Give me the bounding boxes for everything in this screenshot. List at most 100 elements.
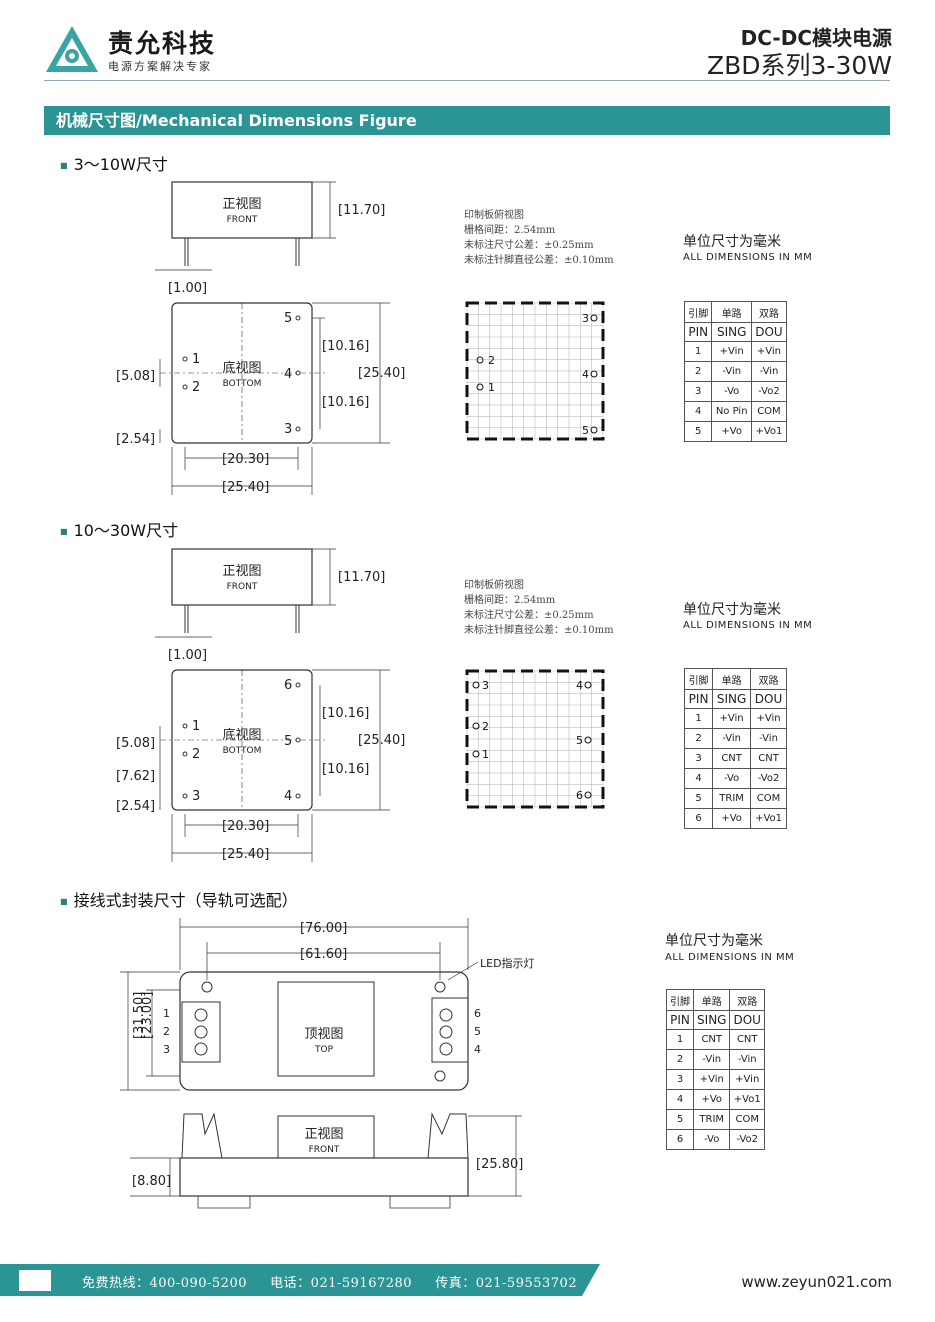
bottom-label: 底视图 bbox=[222, 360, 261, 376]
svg-text:[76.00]: [76.00] bbox=[300, 921, 347, 936]
svg-text:顶视图: 顶视图 bbox=[304, 1027, 343, 1042]
svg-text:5: 5 bbox=[284, 311, 292, 326]
svg-text:3: 3 bbox=[284, 422, 292, 437]
hotline: 免费热线：400-090-5200 bbox=[82, 1276, 247, 1291]
svg-text:底视图: 底视图 bbox=[222, 727, 261, 743]
table-row: 2-Vin-Vin bbox=[683, 361, 788, 382]
company-logo bbox=[46, 26, 98, 72]
svg-text:TOP: TOP bbox=[314, 1045, 334, 1055]
block2-unit-cn: 单位尺寸为毫米 bbox=[683, 602, 781, 618]
section-title: 机械尺寸图/Mechanical Dimensions Figure bbox=[44, 106, 890, 135]
svg-text:[10.16]: [10.16] bbox=[322, 762, 369, 777]
table-row: 3+Vin+Vin bbox=[665, 1069, 765, 1090]
product-line: DC-DC模块电源 bbox=[740, 26, 892, 50]
svg-text:6: 6 bbox=[284, 678, 292, 693]
svg-text:[20.30]: [20.30] bbox=[222, 819, 269, 834]
svg-text:[25.40]: [25.40] bbox=[222, 847, 269, 862]
svg-text:6: 6 bbox=[474, 1007, 481, 1020]
svg-text:[10.16]: [10.16] bbox=[322, 706, 369, 721]
svg-text:3: 3 bbox=[163, 1043, 170, 1056]
phone: 电话：021-59167280 bbox=[270, 1276, 413, 1291]
svg-text:[25.40]: [25.40] bbox=[358, 733, 405, 748]
table-row: 1+Vin+Vin bbox=[683, 708, 787, 729]
block1-pcb-note: 印制板俯视图 栅格间距：2.54mm 未标注尺寸公差：±0.25mm 未标注针脚… bbox=[464, 210, 614, 266]
block2-heading: 10～30W尺寸 bbox=[60, 517, 179, 541]
svg-text:[2.54]: [2.54] bbox=[116, 432, 155, 447]
svg-text:FRONT: FRONT bbox=[309, 1145, 340, 1155]
svg-text:[31.50]: [31.50] bbox=[132, 992, 147, 1039]
svg-text:[5.08]: [5.08] bbox=[116, 736, 155, 751]
svg-text:[1.00]: [1.00] bbox=[168, 648, 207, 663]
header-divider bbox=[44, 80, 890, 81]
svg-text:正视图: 正视图 bbox=[222, 564, 261, 579]
svg-text:[61.60]: [61.60] bbox=[300, 947, 347, 962]
svg-text:[7.62]: [7.62] bbox=[116, 769, 155, 784]
svg-text:BOTTOM: BOTTOM bbox=[223, 746, 262, 756]
table-row: 6-Vo-Vo2 bbox=[665, 1129, 765, 1150]
block3-unit-cn: 单位尺寸为毫米 bbox=[665, 933, 763, 949]
svg-text:5: 5 bbox=[284, 734, 292, 749]
bottom-label-en: BOTTOM bbox=[223, 379, 262, 389]
company-slogan: 电源方案解决专家 bbox=[108, 60, 212, 73]
svg-text:[5.08]: [5.08] bbox=[116, 369, 155, 384]
svg-text:4: 4 bbox=[284, 367, 292, 382]
svg-text:1: 1 bbox=[192, 719, 200, 734]
footer-bar bbox=[0, 1264, 600, 1296]
table-row: 1+Vin+Vin bbox=[683, 341, 788, 362]
svg-text:LED指示灯: LED指示灯 bbox=[480, 956, 535, 970]
svg-text:4: 4 bbox=[582, 368, 589, 381]
front-label: 正视图 bbox=[222, 197, 261, 212]
block2-drawing: 正视图 FRONT [11.70] [1.00] 底视图 BOTTOM 1 2 … bbox=[116, 548, 405, 862]
table-row: 2-Vin-Vin bbox=[665, 1049, 765, 1070]
fax: 传真：021-59553702 bbox=[435, 1276, 578, 1291]
dim-pin: [1.00] bbox=[168, 281, 207, 296]
table-row: 6+Vo+Vo1 bbox=[683, 808, 787, 829]
block2-pcb-note: 印制板俯视图 栅格间距：2.54mm 未标注尺寸公差：±0.25mm 未标注针脚… bbox=[464, 580, 614, 636]
block2-unit-en: ALL DIMENSIONS IN MM bbox=[683, 620, 813, 631]
svg-text:1: 1 bbox=[163, 1007, 170, 1020]
website-link[interactable]: www.zeyun021.com bbox=[741, 1273, 892, 1291]
block3-heading: 接线式封装尺寸（导轨可选配） bbox=[60, 887, 298, 911]
block1-heading: 3～10W尺寸 bbox=[60, 151, 168, 175]
block2-pcb-grid: 3 2 1 4 5 6 bbox=[465, 669, 605, 809]
svg-text:1: 1 bbox=[482, 748, 489, 761]
product-series: ZBD系列3-30W bbox=[707, 51, 892, 80]
svg-text:3: 3 bbox=[582, 312, 589, 325]
svg-text:5: 5 bbox=[474, 1025, 481, 1038]
svg-text:6: 6 bbox=[576, 789, 583, 802]
block3-drawing: [76.00] [61.60] 顶视图 TOP 1 2 3 6 5 4 LED指… bbox=[120, 918, 535, 1209]
svg-text:[11.70]: [11.70] bbox=[338, 570, 385, 585]
front-label-en: FRONT bbox=[227, 215, 258, 225]
footer-contacts: 免费热线：400-090-5200 电话：021-59167280 传真：021… bbox=[82, 1272, 577, 1291]
block1-drawing: 正视图 FRONT [11.70] [1.00] 底视图 BOTTOM 1 2 … bbox=[116, 181, 405, 495]
block3-unit-en: ALL DIMENSIONS IN MM bbox=[665, 952, 795, 963]
block1-unit-en: ALL DIMENSIONS IN MM bbox=[683, 252, 813, 263]
svg-text:[23.00]: [23.00] bbox=[140, 992, 155, 1039]
svg-text:[10.16]: [10.16] bbox=[322, 339, 369, 354]
svg-text:4: 4 bbox=[284, 789, 292, 804]
table-row: 5+Vo+Vo1 bbox=[683, 421, 788, 442]
company-name: 责允科技 bbox=[108, 29, 217, 58]
svg-text:4: 4 bbox=[474, 1043, 481, 1056]
svg-text:2: 2 bbox=[192, 747, 200, 762]
svg-text:[10.16]: [10.16] bbox=[322, 395, 369, 410]
table-row: 3-Vo-Vo2 bbox=[683, 381, 788, 402]
svg-text:2: 2 bbox=[163, 1025, 170, 1038]
svg-text:4: 4 bbox=[576, 679, 583, 692]
table-row: 2-Vin-Vin bbox=[683, 728, 787, 749]
svg-text:3: 3 bbox=[192, 789, 200, 804]
svg-text:[25.80]: [25.80] bbox=[476, 1157, 523, 1172]
svg-text:2: 2 bbox=[482, 720, 489, 733]
block1-pcb-grid: 3 2 1 4 5 bbox=[465, 301, 605, 441]
svg-text:正视图: 正视图 bbox=[304, 1127, 343, 1142]
svg-text:2: 2 bbox=[192, 380, 200, 395]
svg-text:2: 2 bbox=[488, 354, 495, 367]
block1-unit-cn: 单位尺寸为毫米 bbox=[683, 234, 781, 250]
svg-text:[25.40]: [25.40] bbox=[358, 366, 405, 381]
